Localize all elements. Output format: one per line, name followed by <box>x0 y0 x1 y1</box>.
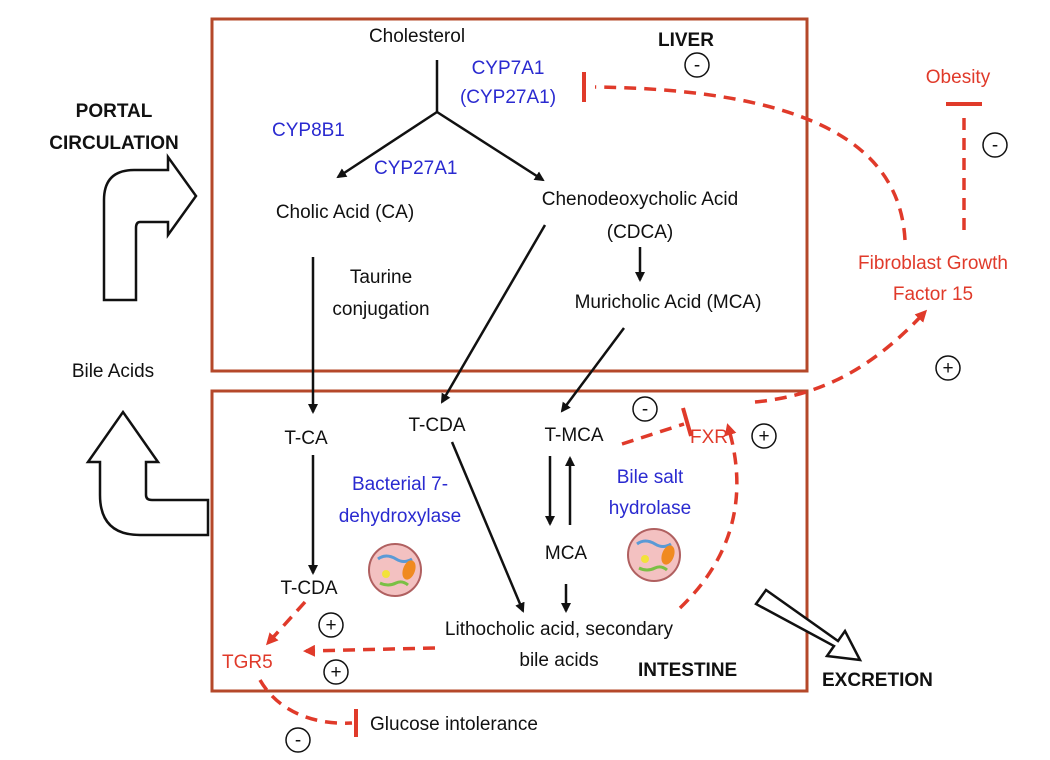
bile-acids-label: Bile Acids <box>72 361 154 382</box>
svg-text:-: - <box>642 399 648 420</box>
mca-intestine-label: MCA <box>545 543 588 564</box>
bsh-label-line1: Bile salt <box>617 467 684 488</box>
svg-text:+: + <box>330 662 341 683</box>
fxr-label: FXR <box>690 427 728 448</box>
bacterial-label-line2: dehydroxylase <box>339 506 462 527</box>
svg-text:-: - <box>694 55 700 76</box>
cyp8b1-label: CYP8B1 <box>272 120 345 141</box>
svg-text:+: + <box>942 358 953 379</box>
portal-label: PORTAL <box>76 101 153 122</box>
minus-sign-fxr: - <box>632 396 658 422</box>
taurine-label-line2: conjugation <box>332 299 429 320</box>
tgr5-label: TGR5 <box>222 652 273 673</box>
cholic-acid-label: Cholic Acid (CA) <box>276 202 414 223</box>
portal-lower-arrow-icon <box>85 409 210 537</box>
liver-label: LIVER <box>658 30 714 51</box>
svg-text:+: + <box>758 426 769 447</box>
litho-label-line1: Lithocholic acid, secondary <box>445 619 674 640</box>
tmca-label: T-MCA <box>544 425 603 446</box>
cdca-label-line1: Chenodeoxycholic Acid <box>542 189 738 210</box>
liver-box <box>210 17 809 373</box>
cholesterol-branch-arrows <box>308 60 645 414</box>
regulatory-red-paths <box>258 85 966 725</box>
cyp27a1-paren-label: (CYP27A1) <box>460 87 556 108</box>
obesity-label: Obesity <box>926 67 991 88</box>
plus-sign-tcda: + <box>318 612 344 638</box>
svg-text:+: + <box>325 615 336 636</box>
minus-sign-obesity: - <box>982 132 1008 158</box>
tcda-top-label: T-CDA <box>409 415 466 436</box>
plus-sign-fxr: + <box>751 423 777 449</box>
inhibition-bars <box>354 72 982 737</box>
bacterial-label-line1: Bacterial 7- <box>352 474 448 495</box>
minus-sign-glucose: - <box>285 727 311 753</box>
plus-sign-litho: + <box>323 659 349 685</box>
cyp7a1-label: CYP7A1 <box>472 58 545 79</box>
cyp27a1-label: CYP27A1 <box>374 158 457 179</box>
svg-text:-: - <box>992 135 998 156</box>
mca-liver-label: Muricholic Acid (MCA) <box>575 292 762 313</box>
intestine-box <box>210 389 809 693</box>
bacteria-left-icon <box>368 543 422 597</box>
portal-upper-arrow-icon <box>102 153 198 302</box>
tcda-bottom-label: T-CDA <box>281 578 338 599</box>
fgf-label-line2: Factor 15 <box>893 284 973 305</box>
intestine-black-arrows <box>308 441 575 613</box>
intestine-label: INTESTINE <box>638 660 737 681</box>
excretion-label: EXCRETION <box>822 670 933 691</box>
cdca-label-line2: (CDCA) <box>607 222 674 243</box>
taurine-label-line1: Taurine <box>350 267 412 288</box>
fgf-label-line1: Fibroblast Growth <box>858 253 1008 274</box>
minus-sign-liver: - <box>684 52 710 78</box>
cholesterol-label: Cholesterol <box>369 26 465 47</box>
circulation-label: CIRCULATION <box>49 133 178 154</box>
litho-label-line2: bile acids <box>519 650 598 671</box>
tca-label: T-CA <box>284 428 328 449</box>
bsh-label-line2: hydrolase <box>609 498 691 519</box>
bacteria-right-icon <box>627 528 681 582</box>
excretion-arrow-icon <box>754 588 863 662</box>
plus-sign-fgf: + <box>935 355 961 381</box>
svg-text:-: - <box>295 730 301 751</box>
glucose-label: Glucose intolerance <box>370 714 538 735</box>
